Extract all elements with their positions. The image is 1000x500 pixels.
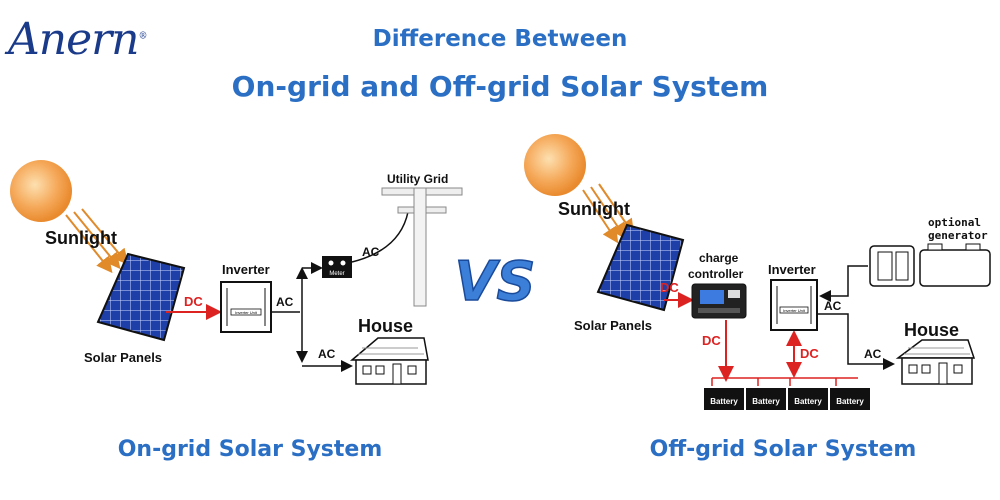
off-dc-inverter-label: DC <box>800 346 819 361</box>
registered-mark: ® <box>138 31 148 42</box>
off-solar-panel-icon <box>596 223 685 312</box>
on-meter-label: Meter <box>329 271 344 277</box>
on-solar-panel-icon <box>96 252 186 342</box>
on-ac-meter-label: AC <box>362 245 380 259</box>
on-dc-label: DC <box>184 294 203 309</box>
on-sunlight-label: Sunlight <box>45 228 117 248</box>
battery-bank: Battery Battery Battery Battery <box>704 388 870 410</box>
on-house-label: House <box>358 316 413 336</box>
off-grid-diagram: Sunlight Solar Panels DC charge controll… <box>524 134 991 410</box>
on-grid-wire <box>351 211 409 263</box>
utility-grid-label: Utility Grid <box>387 172 448 186</box>
off-ac-generator-label: AC <box>824 299 842 313</box>
off-solar-panels-label: Solar Panels <box>574 318 652 333</box>
on-meter-icon: Meter <box>322 256 352 278</box>
off-inverter-tag: Inverter Unit <box>783 308 806 313</box>
off-inverter-icon: Inverter Unit <box>770 279 818 331</box>
battery-icon: Battery <box>788 388 828 410</box>
off-sunlight-label: Sunlight <box>558 199 630 219</box>
header-line2: On-grid and Off-grid Solar System <box>231 70 769 103</box>
charge-controller-label1: charge <box>699 251 739 265</box>
off-house-line <box>817 313 895 370</box>
on-ac-house-label: AC <box>318 347 336 361</box>
battery-label: Battery <box>710 397 738 406</box>
vs-badge: VS <box>454 249 536 314</box>
off-ac-house-label: AC <box>864 347 882 361</box>
off-house-label: House <box>904 320 959 340</box>
battery-bus <box>711 377 858 386</box>
battery-label: Battery <box>794 397 822 406</box>
sun-icon <box>10 160 72 222</box>
generator-label2: generator <box>928 229 988 242</box>
header-line1: Difference Between <box>372 26 628 52</box>
generator-icon <box>869 243 991 287</box>
on-ac-inverter-label: AC <box>276 295 294 309</box>
on-inverter-label: Inverter <box>222 262 270 277</box>
charge-controller-label2: controller <box>688 267 744 281</box>
battery-label: Battery <box>836 397 864 406</box>
battery-icon: Battery <box>704 388 744 410</box>
on-grid-caption: On-grid Solar System <box>117 437 383 462</box>
generator-line <box>819 265 868 302</box>
off-dc-battery-label: DC <box>702 333 721 348</box>
off-house-icon <box>895 339 976 385</box>
generator-label1: optional <box>928 216 981 229</box>
battery-icon: Battery <box>830 388 870 410</box>
battery-label: Battery <box>752 397 780 406</box>
sun-rays <box>65 208 129 274</box>
on-inverter-icon: Inverter Unit <box>220 281 272 333</box>
on-inverter-tag: Inverter Unit <box>235 310 258 315</box>
on-grid-diagram: Sunlight Solar Panels DC Inverter Unit I… <box>10 160 463 385</box>
on-house-icon <box>349 337 429 385</box>
vs-text: VS <box>455 250 536 313</box>
on-solar-panels-label: Solar Panels <box>84 350 162 365</box>
logo-text: Anern <box>8 14 140 65</box>
utility-pole-icon <box>381 187 463 307</box>
off-sun-icon <box>524 134 586 196</box>
off-dc-panel-label: DC <box>660 280 679 295</box>
off-grid-caption: Off-grid Solar System <box>649 437 917 462</box>
battery-icon: Battery <box>746 388 786 410</box>
charge-controller-icon <box>691 283 747 319</box>
off-inverter-label: Inverter <box>768 262 816 277</box>
brand-logo: Anern® <box>8 14 148 65</box>
